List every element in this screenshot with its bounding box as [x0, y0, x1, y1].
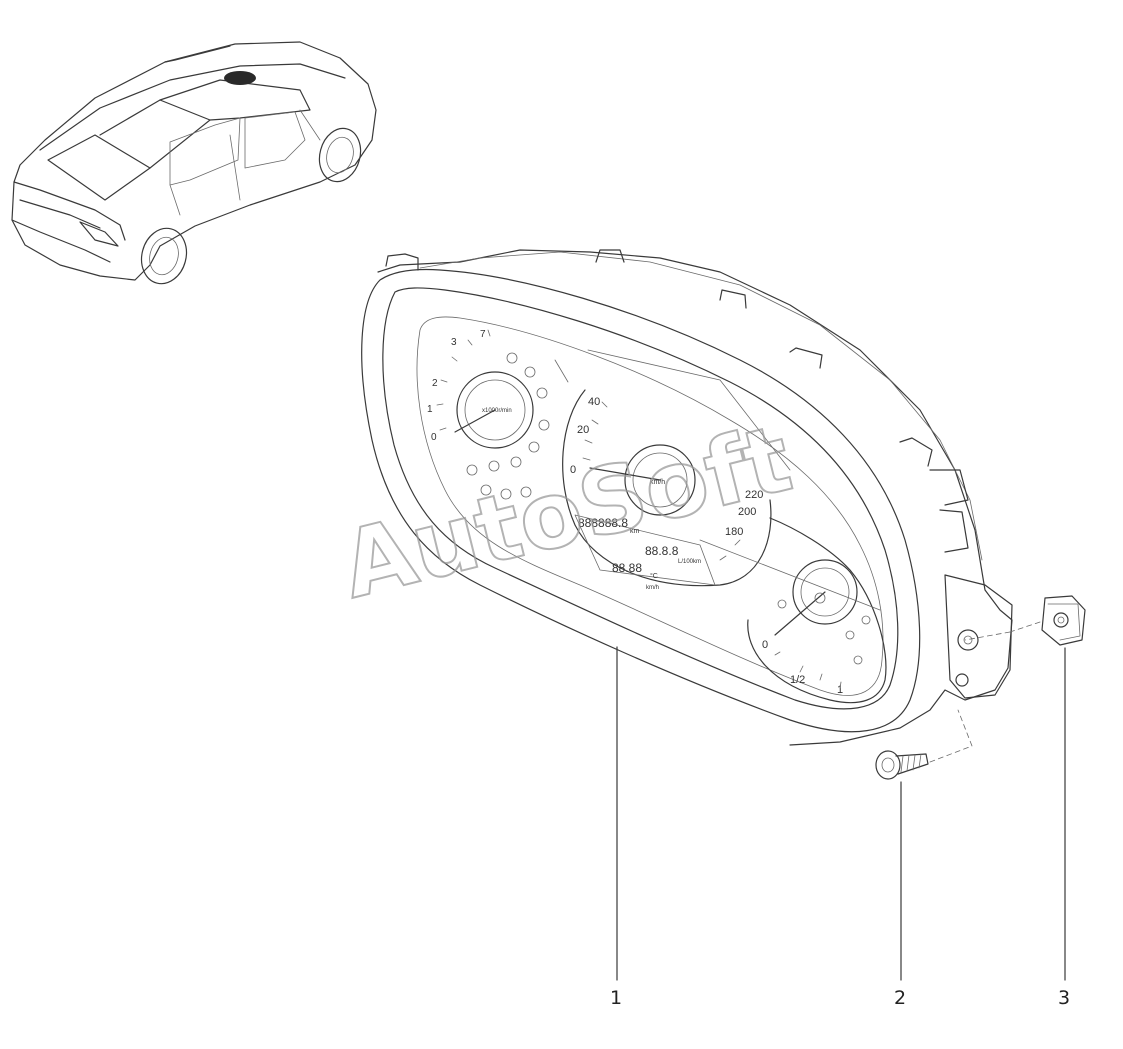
assembly-guide-lines	[929, 621, 1041, 763]
speedometer-tick-180: 180	[725, 526, 743, 538]
fuel-tick-0: 0	[762, 639, 768, 651]
fuel-tick-full: 1	[837, 684, 843, 696]
lcd-odometer-unit: km	[630, 528, 640, 535]
fuel-gauge: 0 1/2 1	[747, 517, 887, 704]
tachometer-tick-1: 1	[427, 404, 433, 415]
speedometer-tick-20: 20	[577, 424, 589, 436]
lcd-trip: 88.8.8	[645, 544, 679, 558]
callout-label-1: 1	[610, 987, 622, 1009]
lcd-temperature: 88.88	[612, 561, 642, 575]
clip-nut-part	[1041, 595, 1086, 646]
tachometer-tick-7: 7	[480, 329, 486, 340]
speedometer-unit: km/h	[650, 479, 665, 486]
tachometer-unit: x1000r/min	[482, 408, 512, 414]
tachometer: 0 1 2 3 7 x1000r/min	[427, 329, 550, 500]
tachometer-tick-0: 0	[431, 432, 437, 443]
callout-label-2: 2	[894, 987, 906, 1009]
callouts: 1 2 3	[610, 646, 1070, 1009]
lcd-speed-unit: km/h	[646, 585, 659, 591]
speedometer-tick-40: 40	[588, 396, 600, 408]
speedometer-tick-220: 220	[745, 489, 763, 501]
car-locator-illustration	[11, 41, 377, 285]
speedometer-tick-200: 200	[738, 506, 756, 518]
highlighted-dashboard-location	[224, 71, 256, 85]
lcd-consumption-unit: L/100km	[678, 559, 701, 565]
tachometer-tick-2: 2	[432, 378, 438, 389]
speedometer: 0 20 40 180 200 220 km/h	[562, 389, 772, 587]
screw-part	[875, 750, 929, 780]
tachometer-tick-3: 3	[451, 337, 457, 348]
speedometer-tick-0: 0	[570, 464, 576, 476]
lcd-odometer: 888888.8	[578, 516, 628, 530]
fuel-tick-half: 1/2	[790, 674, 805, 686]
callout-label-3: 3	[1058, 987, 1070, 1009]
instrument-cluster: 0 1 2 3 7 x1000r/min 0 20	[361, 249, 1013, 746]
watermark-text: AutoSoft	[331, 405, 801, 619]
lcd-display: 888888.8 km 88.8.8 88.88 °C L/100km km/h	[574, 514, 716, 591]
lcd-temperature-unit: °C	[650, 572, 658, 580]
